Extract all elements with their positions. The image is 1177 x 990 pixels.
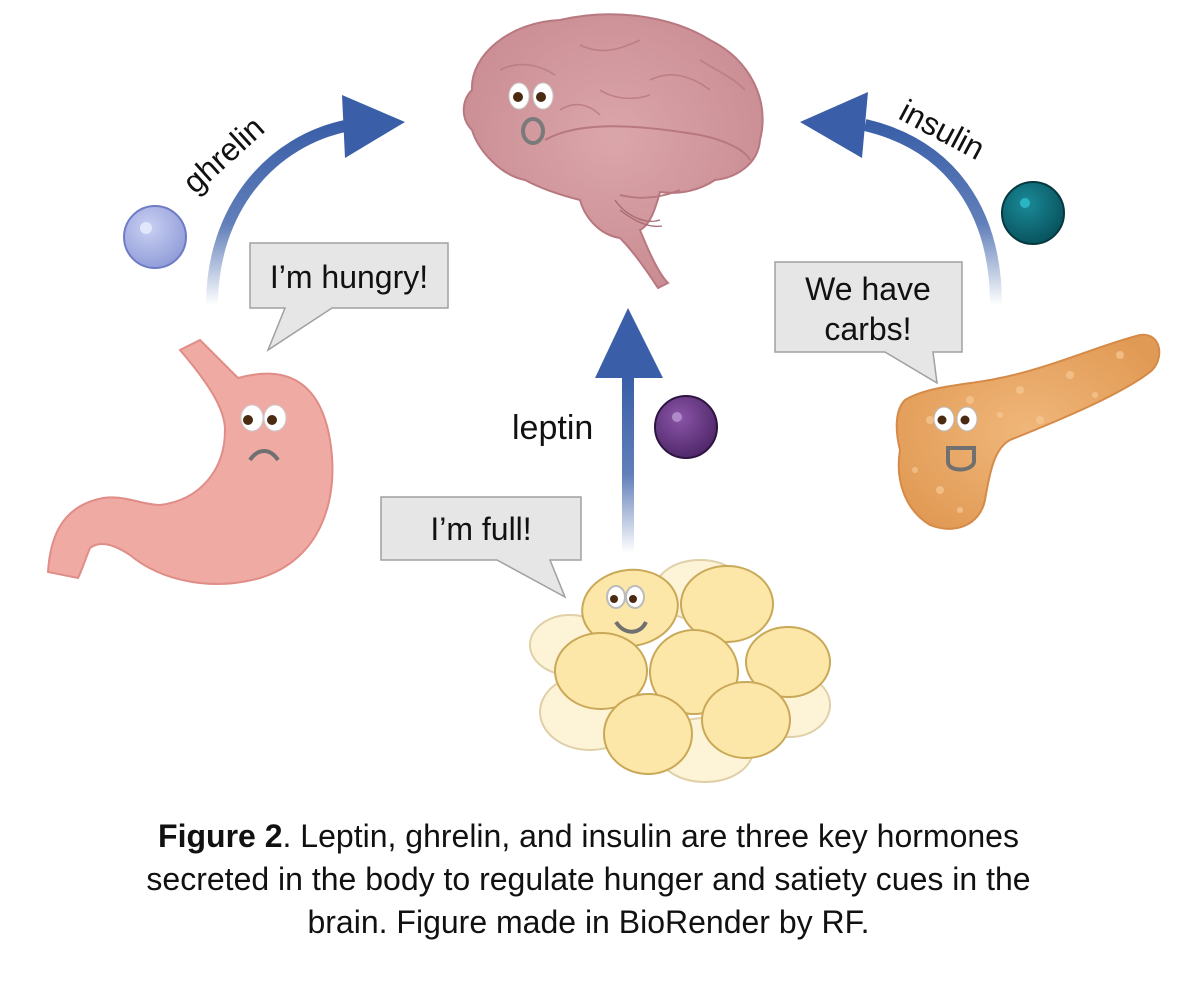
- ghrelin-arrow: [206, 95, 405, 306]
- caption-figure-number: Figure 2: [158, 818, 283, 854]
- caption-text-1: . Leptin, ghrelin, and insulin are three…: [282, 818, 1019, 854]
- insulin-arrow: [800, 92, 1002, 306]
- caption-line-1: Figure 2. Leptin, ghrelin, and insulin a…: [0, 815, 1177, 858]
- caption-line-2: secreted in the body to regulate hunger …: [146, 861, 1031, 897]
- pancreas-illustration: [895, 333, 1161, 530]
- brain-illustration: [462, 13, 764, 290]
- leptin-arrow: [595, 308, 663, 553]
- speech-bubble-carbs: We have carbs!: [774, 261, 963, 385]
- fat-cells-illustration: [529, 559, 831, 783]
- bubble-carbs-line1: We have: [805, 271, 931, 307]
- bubble-hungry-text: I’m hungry!: [270, 259, 428, 295]
- figure-caption: Figure 2. Leptin, ghrelin, and insulin a…: [0, 815, 1177, 944]
- speech-bubble-full: I’m full!: [380, 496, 582, 599]
- stomach-face: [240, 404, 287, 462]
- bubble-full-text: I’m full!: [430, 511, 531, 547]
- caption-line-3: brain. Figure made in BioRender by RF.: [307, 904, 870, 940]
- ghrelin-molecule-icon: [123, 205, 187, 269]
- leptin-molecule-icon: [654, 395, 718, 459]
- pancreas-face: [933, 406, 978, 472]
- speech-bubble-hungry: I’m hungry!: [249, 242, 449, 352]
- hormone-diagram: ghrelin I’m hungry! leptin I’m full!: [46, 13, 1161, 783]
- bubble-carbs-line2: carbs!: [824, 311, 911, 347]
- insulin-molecule-icon: [1001, 181, 1065, 245]
- leptin-label: leptin: [512, 409, 593, 447]
- stomach-illustration: [46, 338, 334, 585]
- brain-face: [508, 82, 554, 145]
- insulin-label: insulin: [894, 92, 991, 166]
- fat-cell-face: [606, 585, 648, 634]
